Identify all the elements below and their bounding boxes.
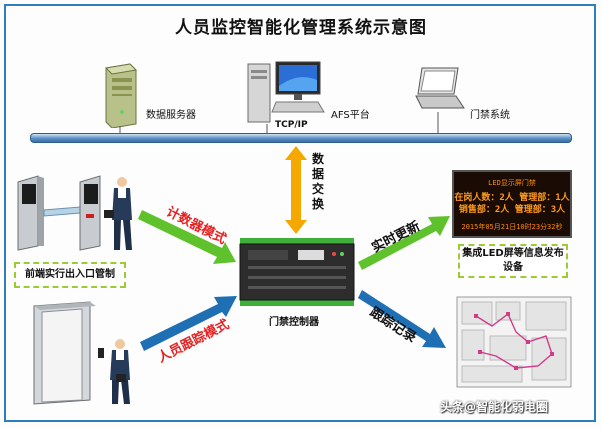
front-control-box: 前端实行出入口管制 xyxy=(14,262,126,288)
data-exchange-arrow xyxy=(285,146,307,234)
diagram-frame xyxy=(4,4,596,422)
afs-label: AFS平台 xyxy=(331,110,370,121)
security-door-image xyxy=(33,301,130,405)
trace-record-arrow xyxy=(358,290,446,348)
led-footer: 2015年05月21日10时23分32秒 xyxy=(461,223,563,231)
watermark-text: 头条@智能化弱电圈 xyxy=(440,400,549,414)
laptop-icon xyxy=(415,67,465,109)
led-publish-box: 集成LED屏等信息发布设备 xyxy=(458,244,568,278)
led-header: LED显示屏门禁 xyxy=(488,179,536,187)
server-label: 数据服务器 xyxy=(146,110,196,121)
led-display: LED显示屏门禁 在岗人数：2人 管理部：1人 销售部：2人 管理部：3人 20… xyxy=(452,170,572,238)
server-icon xyxy=(104,63,138,128)
tracking-mode-arrow xyxy=(140,296,237,351)
tcpip-bus xyxy=(30,133,572,143)
data-exchange-text: 数 据 交 换 xyxy=(311,152,324,211)
counter-mode-arrow xyxy=(138,210,236,264)
led-row-1: 在岗人数：2人 管理部：1人 xyxy=(454,193,570,203)
floorplan-image xyxy=(456,296,572,388)
access-system-label: 门禁系统 xyxy=(470,110,510,121)
door-controller-image xyxy=(239,238,355,306)
workstation-icon xyxy=(247,61,325,123)
tcpip-label: TCP/IP xyxy=(275,120,308,130)
led-row-2: 销售部：2人 管理部：3人 xyxy=(458,205,566,215)
realtime-update-arrow xyxy=(358,216,450,270)
diagram-title: 人员监控智能化管理系统示意图 xyxy=(175,18,427,38)
controller-label: 门禁控制器 xyxy=(269,317,319,328)
turnstile-gate-image xyxy=(17,175,132,251)
